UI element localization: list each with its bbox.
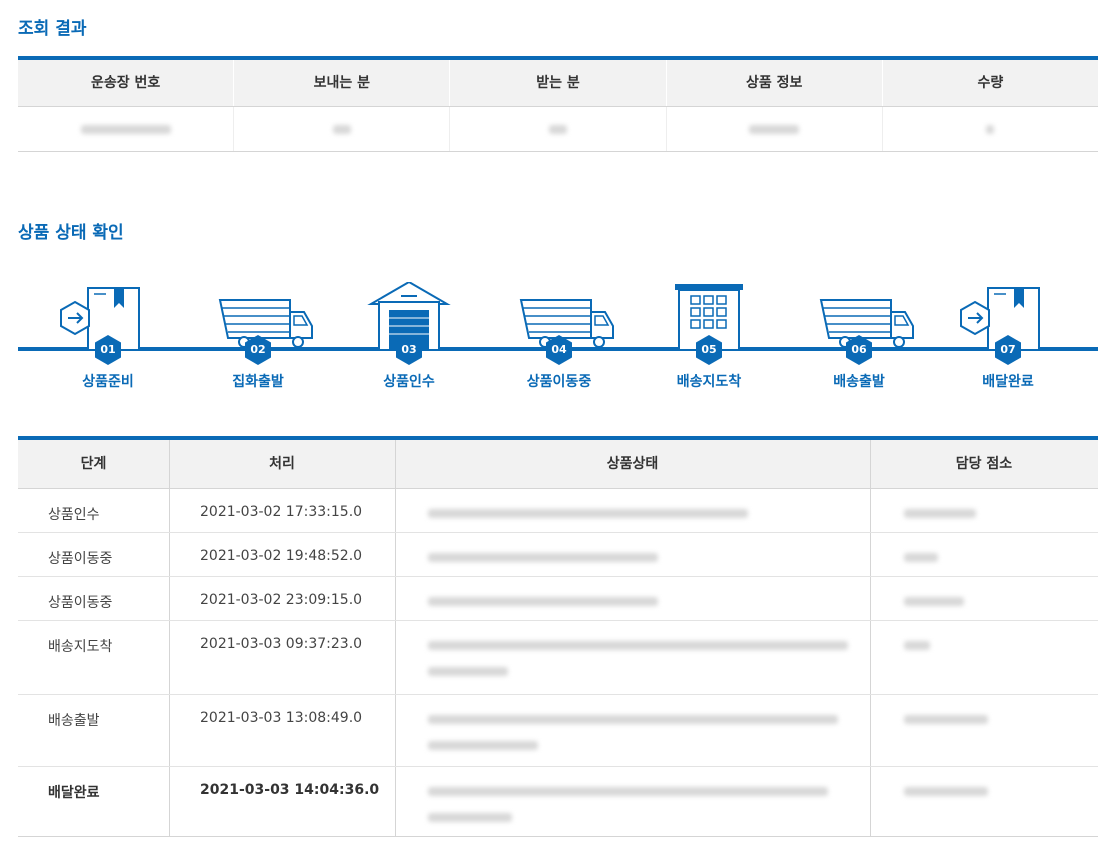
step-03: 03 상품인수 [334, 280, 484, 392]
column-divider [169, 440, 170, 836]
detail-header-status: 상품상태 [395, 440, 870, 489]
row-3-time: 2021-03-02 23:09:15.0 [200, 592, 363, 608]
step-badge: 06 [846, 335, 872, 365]
row-6-branch-redacted [904, 784, 988, 800]
step-badge: 07 [995, 335, 1021, 365]
detail-header-time: 처리 [169, 440, 395, 489]
summary-header-receiver: 받는 분 [449, 60, 665, 106]
step-01: 01 상품준비 [33, 282, 183, 392]
step-label: 배달완료 [982, 374, 1034, 390]
table-bottom-border [18, 836, 1098, 837]
row-1-status-redacted [428, 506, 748, 522]
row-divider [18, 532, 1098, 533]
step-badge: 05 [696, 335, 722, 365]
step-badge: 01 [95, 335, 121, 365]
summary-header-quantity: 수량 [881, 60, 1098, 106]
step-label: 상품준비 [82, 374, 134, 390]
step-label: 집화출발 [232, 374, 284, 390]
summary-header-sender: 보내는 분 [233, 60, 449, 106]
summary-quantity-value [881, 107, 1098, 151]
detail-header-stage: 단계 [18, 440, 169, 489]
step-label: 상품인수 [383, 374, 435, 390]
status-title: 상품 상태 확인 [18, 223, 124, 243]
row-4-stage: 배송지도착 [48, 639, 113, 655]
truck-icon [208, 282, 313, 350]
truck-icon [809, 282, 914, 350]
step-label: 배송출발 [833, 374, 885, 390]
row-4-time: 2021-03-03 09:37:23.0 [200, 636, 363, 652]
step-02: 02 집화출발 [183, 282, 333, 392]
row-3-stage: 상품이동중 [48, 595, 113, 611]
row-2-time: 2021-03-02 19:48:52.0 [200, 548, 363, 564]
step-04: 04 상품이동중 [484, 282, 634, 392]
row-4-status-redacted-line2 [428, 664, 508, 680]
row-4-status-redacted [428, 638, 848, 654]
row-2-stage: 상품이동중 [48, 551, 113, 567]
row-6-time: 2021-03-03 14:04:36.0 [200, 782, 380, 798]
step-badge: 04 [546, 335, 572, 365]
summary-sender-value [233, 107, 449, 151]
row-6-stage: 배달완료 [48, 785, 100, 801]
detail-header-branch: 담당 점소 [870, 440, 1098, 489]
step-badge: 03 [396, 335, 422, 365]
row-1-time: 2021-03-02 17:33:15.0 [200, 504, 363, 520]
row-5-status-redacted-line2 [428, 738, 538, 754]
step-06: 06 배송출발 [784, 282, 934, 392]
row-5-time: 2021-03-03 13:08:49.0 [200, 710, 363, 726]
row-6-status-redacted-line2 [428, 810, 512, 826]
summary-waybill-value [18, 107, 233, 151]
row-1-branch-redacted [904, 506, 976, 522]
row-divider [18, 620, 1098, 621]
row-divider [18, 576, 1098, 577]
row-4-branch-redacted [904, 638, 930, 654]
summary-table: 운송장 번호 보내는 분 받는 분 상품 정보 수량 [18, 56, 1098, 152]
row-2-branch-redacted [904, 550, 938, 566]
summary-product-value [665, 107, 882, 151]
row-3-branch-redacted [904, 594, 964, 610]
row-6-status-redacted [428, 784, 828, 800]
step-05: 05 배송지도착 [634, 282, 784, 392]
column-divider [395, 440, 396, 836]
tracking-detail-table: 단계 처리 상품상태 담당 점소 상품인수 2021-03-02 17:33:1… [18, 436, 1098, 842]
step-07: 07 배달완료 [933, 282, 1083, 392]
row-5-branch-redacted [904, 712, 988, 728]
step-label: 상품이동중 [526, 374, 592, 390]
result-title: 조회 결과 [18, 19, 87, 39]
summary-data-row [18, 107, 1098, 151]
row-1-stage: 상품인수 [48, 507, 100, 523]
row-2-status-redacted [428, 550, 658, 566]
step-badge: 02 [245, 335, 271, 365]
row-3-status-redacted [428, 594, 658, 610]
summary-header-product: 상품 정보 [665, 60, 882, 106]
column-divider [870, 440, 871, 836]
row-divider [18, 694, 1098, 695]
summary-receiver-value [449, 107, 665, 151]
summary-header-row: 운송장 번호 보내는 분 받는 분 상품 정보 수량 [18, 60, 1098, 107]
truck-icon [509, 282, 614, 350]
step-label: 배송지도착 [676, 374, 742, 390]
summary-header-waybill: 운송장 번호 [90, 75, 161, 91]
row-5-status-redacted [428, 712, 838, 728]
row-divider [18, 766, 1098, 767]
row-5-stage: 배송출발 [48, 713, 100, 729]
